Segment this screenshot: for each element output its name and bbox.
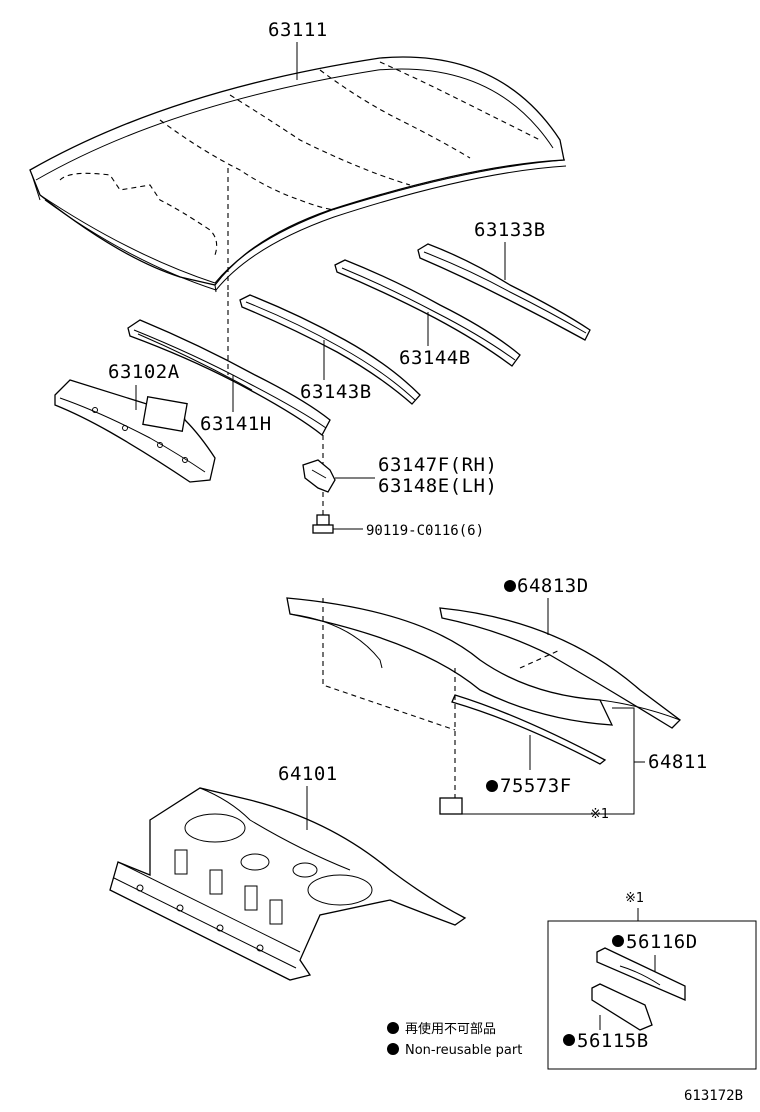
non-reusable-marker-molding-lower — [486, 780, 498, 792]
spacer-a[interactable] — [596, 947, 686, 1001]
label-back-window-glass: 64811 — [648, 751, 708, 773]
ref-mark: ※1 — [590, 807, 609, 822]
label-roof-bow-no4: 63144B — [399, 347, 471, 369]
label-bracket-lh: 63148E(LH) — [378, 475, 497, 497]
non-reusable-marker-spacer-b — [563, 1034, 575, 1046]
spacer-b[interactable] — [591, 983, 653, 1031]
roof-bow-no3[interactable] — [239, 294, 421, 405]
label-molding-upper: 64813D — [517, 575, 589, 597]
non-reusable-marker-spacer-a — [612, 935, 624, 947]
package-tray-panel[interactable] — [109, 787, 467, 981]
roof-bow-rear[interactable] — [417, 243, 591, 341]
figure-code: 613172B — [684, 1088, 743, 1104]
non-reusable-marker-molding-upper — [504, 580, 516, 592]
label-rear-header-panel: 63102A — [108, 361, 180, 383]
label-clip: 90119-C0116(6) — [366, 523, 484, 539]
roof-panel[interactable] — [29, 56, 567, 293]
roof-bracket[interactable] — [302, 459, 336, 493]
ref-mark-box: ※1 — [625, 891, 644, 906]
label-spacer-a: 56116D — [626, 931, 698, 953]
clip[interactable] — [312, 514, 334, 534]
glass-spacer[interactable] — [439, 797, 463, 815]
legend-non-reusable-jp: 再使用不可部品 — [405, 1021, 496, 1037]
rear-header-panel[interactable] — [54, 379, 216, 483]
front-header[interactable] — [127, 319, 331, 436]
label-spacer-b: 56115B — [577, 1030, 649, 1052]
label-package-tray-panel: 64101 — [278, 763, 338, 785]
label-bracket-rh: 63147F(RH) — [378, 454, 497, 476]
label-roof-bow-no3: 63143B — [300, 381, 372, 403]
legend-dot-en — [387, 1043, 399, 1055]
legend-dot-jp — [387, 1022, 399, 1034]
detail-inset-box — [547, 920, 757, 1070]
label-roof-bow-rear: 63133B — [474, 219, 546, 241]
label-front-header: 63141H — [200, 413, 272, 435]
label-molding-lower: 75573F — [500, 775, 572, 797]
back-window-glass[interactable] — [286, 597, 681, 729]
back-window-molding-lower[interactable] — [451, 694, 607, 765]
legend-non-reusable-en: Non-reusable part — [405, 1043, 522, 1058]
legend: 再使用不可部品 Non-reusable part — [387, 1021, 522, 1058]
label-roof-panel: 63111 — [268, 19, 328, 41]
